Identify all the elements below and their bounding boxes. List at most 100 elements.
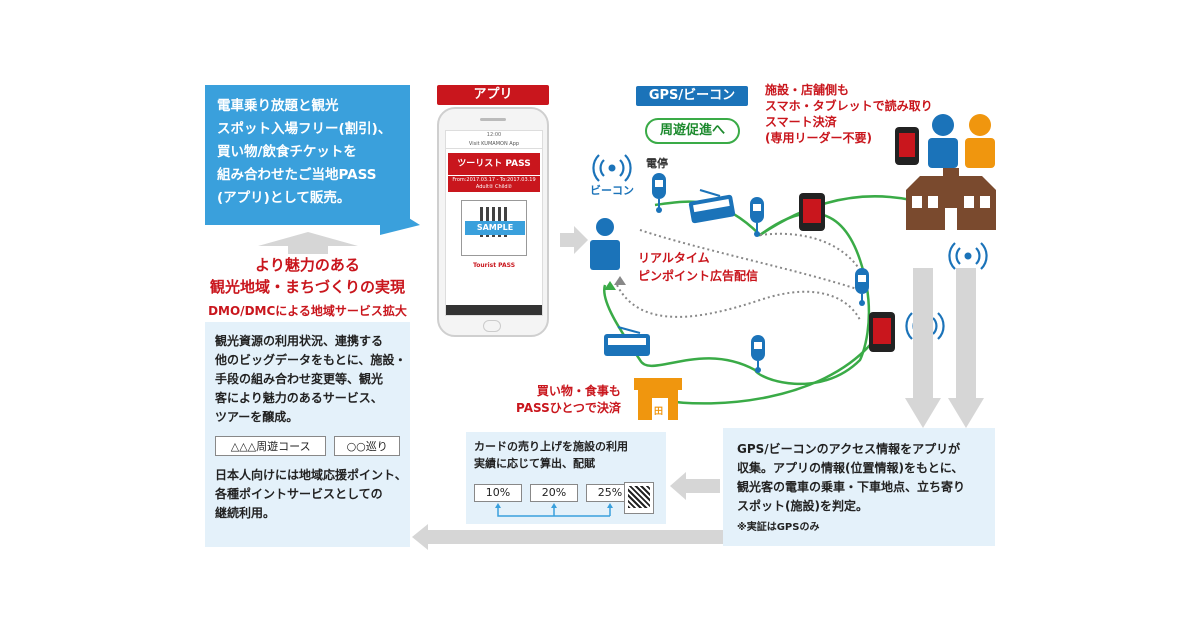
body-line: 各種ポイントサービスとしての <box>215 487 383 501</box>
tram-icon <box>688 189 736 224</box>
body-line: 客により魅力のあるサービス、 <box>215 391 383 405</box>
course-tag: ○○巡り <box>334 436 400 456</box>
promo-bubble: 周遊促進へ <box>645 118 740 144</box>
pass-dates: From:2017.03.17 - To:2017.03.19 Adult② C… <box>448 176 540 192</box>
gps-info-panel: GPS/ビーコンのアクセス情報をアプリが 収集。アプリの情報(位置情報)をもとに… <box>723 428 995 546</box>
up-arrow-icon <box>614 276 626 285</box>
body-line: ツアーを醸成。 <box>215 410 299 424</box>
gps-note: ※実証はGPSのみ <box>737 522 820 533</box>
down-arrow-icon <box>905 268 941 428</box>
body-line: 継続利用。 <box>215 506 276 520</box>
callout-line: 組み合わせたご当地PASS <box>217 167 377 183</box>
shop-icon <box>634 378 682 420</box>
left-body-text-2: 日本人向けには地域応援ポイント、 各種ポイントサービスとしての 継続利用。 <box>215 466 407 523</box>
realtime-line: ピンポイント広告配信 <box>638 269 759 283</box>
body-line: 日本人向けには地域応援ポイント、 <box>215 468 407 482</box>
shopping-line: PASSひとつで決済 <box>516 401 621 415</box>
body-line: 観光資源の利用状況、連携する <box>215 334 384 348</box>
percent-row: 10% 20% 25% <box>474 484 634 502</box>
card-line: 実績に応じて算出、配賦 <box>474 457 595 470</box>
staff-person-icon <box>928 114 958 168</box>
left-arrow-icon <box>670 472 720 500</box>
tourist-pass-text: Tourist PASS <box>472 262 516 269</box>
card-line: カードの売り上げを施設の利用 <box>474 440 628 453</box>
qr-pattern <box>628 486 650 508</box>
phone-home-button <box>483 320 501 332</box>
callout-tail <box>380 200 420 235</box>
app-label: アプリ <box>437 85 549 105</box>
body-line: 他のビッグデータをもとに、施設・ <box>215 353 407 367</box>
tablet-reader-icon <box>799 193 825 231</box>
callout-line: (アプリ)として販売。 <box>217 190 351 206</box>
gps-info-line: GPS/ビーコンのアクセス情報をアプリが <box>737 442 961 456</box>
tram-stop-label: 電停 <box>646 157 668 170</box>
course-row: △△△周遊コース ○○巡り <box>215 436 400 456</box>
gps-beacon-label: GPS/ビーコン <box>636 86 748 106</box>
goal-subtitle: DMO/DMCによる地域サービス拡大 <box>208 304 407 318</box>
dotted-route-line-2 <box>639 229 861 291</box>
dotted-route-line-3 <box>759 232 861 271</box>
tablet-reader-icon <box>869 312 895 352</box>
pass-description-callout: 電車乗り放題と観光 スポット入場フリー(割引)、 買い物/飲食チケットを 組み合… <box>205 85 410 225</box>
shop-label-line: (専用リーダー不要) <box>765 131 872 145</box>
percent-box: 20% <box>530 484 578 502</box>
phone-app-name: Visit KUMAMON App <box>446 139 542 149</box>
tourist-person-icon <box>590 218 620 270</box>
shop-reader-label: 施設・店舗側も スマホ・タブレットで読み取り スマート決済 (専用リーダー不要) <box>765 82 933 146</box>
sample-stamp: SAMPLE <box>465 221 525 235</box>
route-diagram <box>590 114 996 420</box>
tram-route-line <box>602 200 871 386</box>
phone-speaker <box>480 118 506 121</box>
tram-icon <box>604 326 650 356</box>
left-info-panel: 観光資源の利用状況、連携する 他のビッグデータをもとに、施設・ 手段の組み合わせ… <box>205 322 410 547</box>
facility-building-icon <box>906 168 996 230</box>
pass-date-range: From:2017.03.17 - To:2017.03.19 <box>452 177 536 183</box>
tram-stop-pin-icon <box>652 173 666 213</box>
shop-label-line: スマート決済 <box>765 115 837 129</box>
realtime-ad-label: リアルタイム ピンポイント広告配信 <box>638 249 758 285</box>
gps-info-text: GPS/ビーコンのアクセス情報をアプリが 収集。アプリの情報(位置情報)をもとに… <box>737 440 981 516</box>
percent-box: 10% <box>474 484 522 502</box>
card-allocation-panel: カードの売り上げを施設の利用 実績に応じて算出、配賦 10% 20% 25% <box>466 432 666 524</box>
tablet-reader-icon <box>895 127 919 165</box>
shopping-label: 買い物・食事も PASSひとつで決済 <box>516 383 621 417</box>
up-arrow-icon <box>258 232 358 254</box>
gps-info-line: 収集。アプリの情報(位置情報)をもとに、 <box>737 461 964 475</box>
goal-title: より魅力のある 観光地域・まちづくりの実現 <box>205 254 410 298</box>
up-arrow-icon <box>604 281 616 290</box>
down-arrow-icon <box>948 268 984 428</box>
shop-label-line: スマホ・タブレットで読み取り <box>765 99 933 113</box>
beacon-signal-icon <box>948 242 988 270</box>
phone-status-bar: 12:00 <box>486 132 502 138</box>
body-line: 手段の組み合わせ変更等、観光 <box>215 372 384 386</box>
callout-line: スポット入場フリー(割引)、 <box>217 121 392 137</box>
gps-info-line: 観光客の電車の乗車・下車地点、立ち寄り <box>737 480 966 494</box>
left-arrow-icon <box>412 524 724 550</box>
qr-code: SAMPLE <box>461 200 527 256</box>
beacon-label: ビーコン <box>590 184 634 197</box>
left-body-text: 観光資源の利用状況、連携する 他のビッグデータをもとに、施設・ 手段の組み合わせ… <box>215 332 407 427</box>
shopping-line: 買い物・食事も <box>536 384 621 398</box>
shop-sign-text: 田 <box>654 407 664 417</box>
shop-label-line: 施設・店舗側も <box>765 83 850 97</box>
realtime-line: リアルタイム <box>638 251 710 265</box>
right-arrow-icon <box>560 226 588 254</box>
course-tag: △△△周遊コース <box>215 436 327 456</box>
tram-route-line-2 <box>759 195 931 237</box>
gps-info-line: スポット(施設)を判定。 <box>737 499 868 513</box>
tram-stop-pin-icon <box>855 268 869 306</box>
dotted-route-line <box>616 284 861 321</box>
tram-stop-pin-icon <box>751 335 765 373</box>
pass-people: Adult② Child② <box>475 184 513 190</box>
goal-title-line: より魅力のある <box>255 256 360 274</box>
callout-line: 電車乗り放題と観光 <box>217 98 339 114</box>
phone-screen: 12:00 Visit KUMAMON App ツーリスト PASS From:… <box>445 130 543 316</box>
pass-title: ツーリスト PASS <box>448 153 540 175</box>
phone-nav-bar <box>446 305 542 315</box>
callout-line: 買い物/飲食チケットを <box>217 144 357 160</box>
card-text: カードの売り上げを施設の利用 実績に応じて算出、配賦 <box>474 438 658 472</box>
tram-stop-pin-icon <box>750 197 764 237</box>
goal-title-line: 観光地域・まちづくりの実現 <box>209 278 405 296</box>
allocation-connector <box>495 503 613 517</box>
beacon-signal-icon <box>592 154 632 182</box>
